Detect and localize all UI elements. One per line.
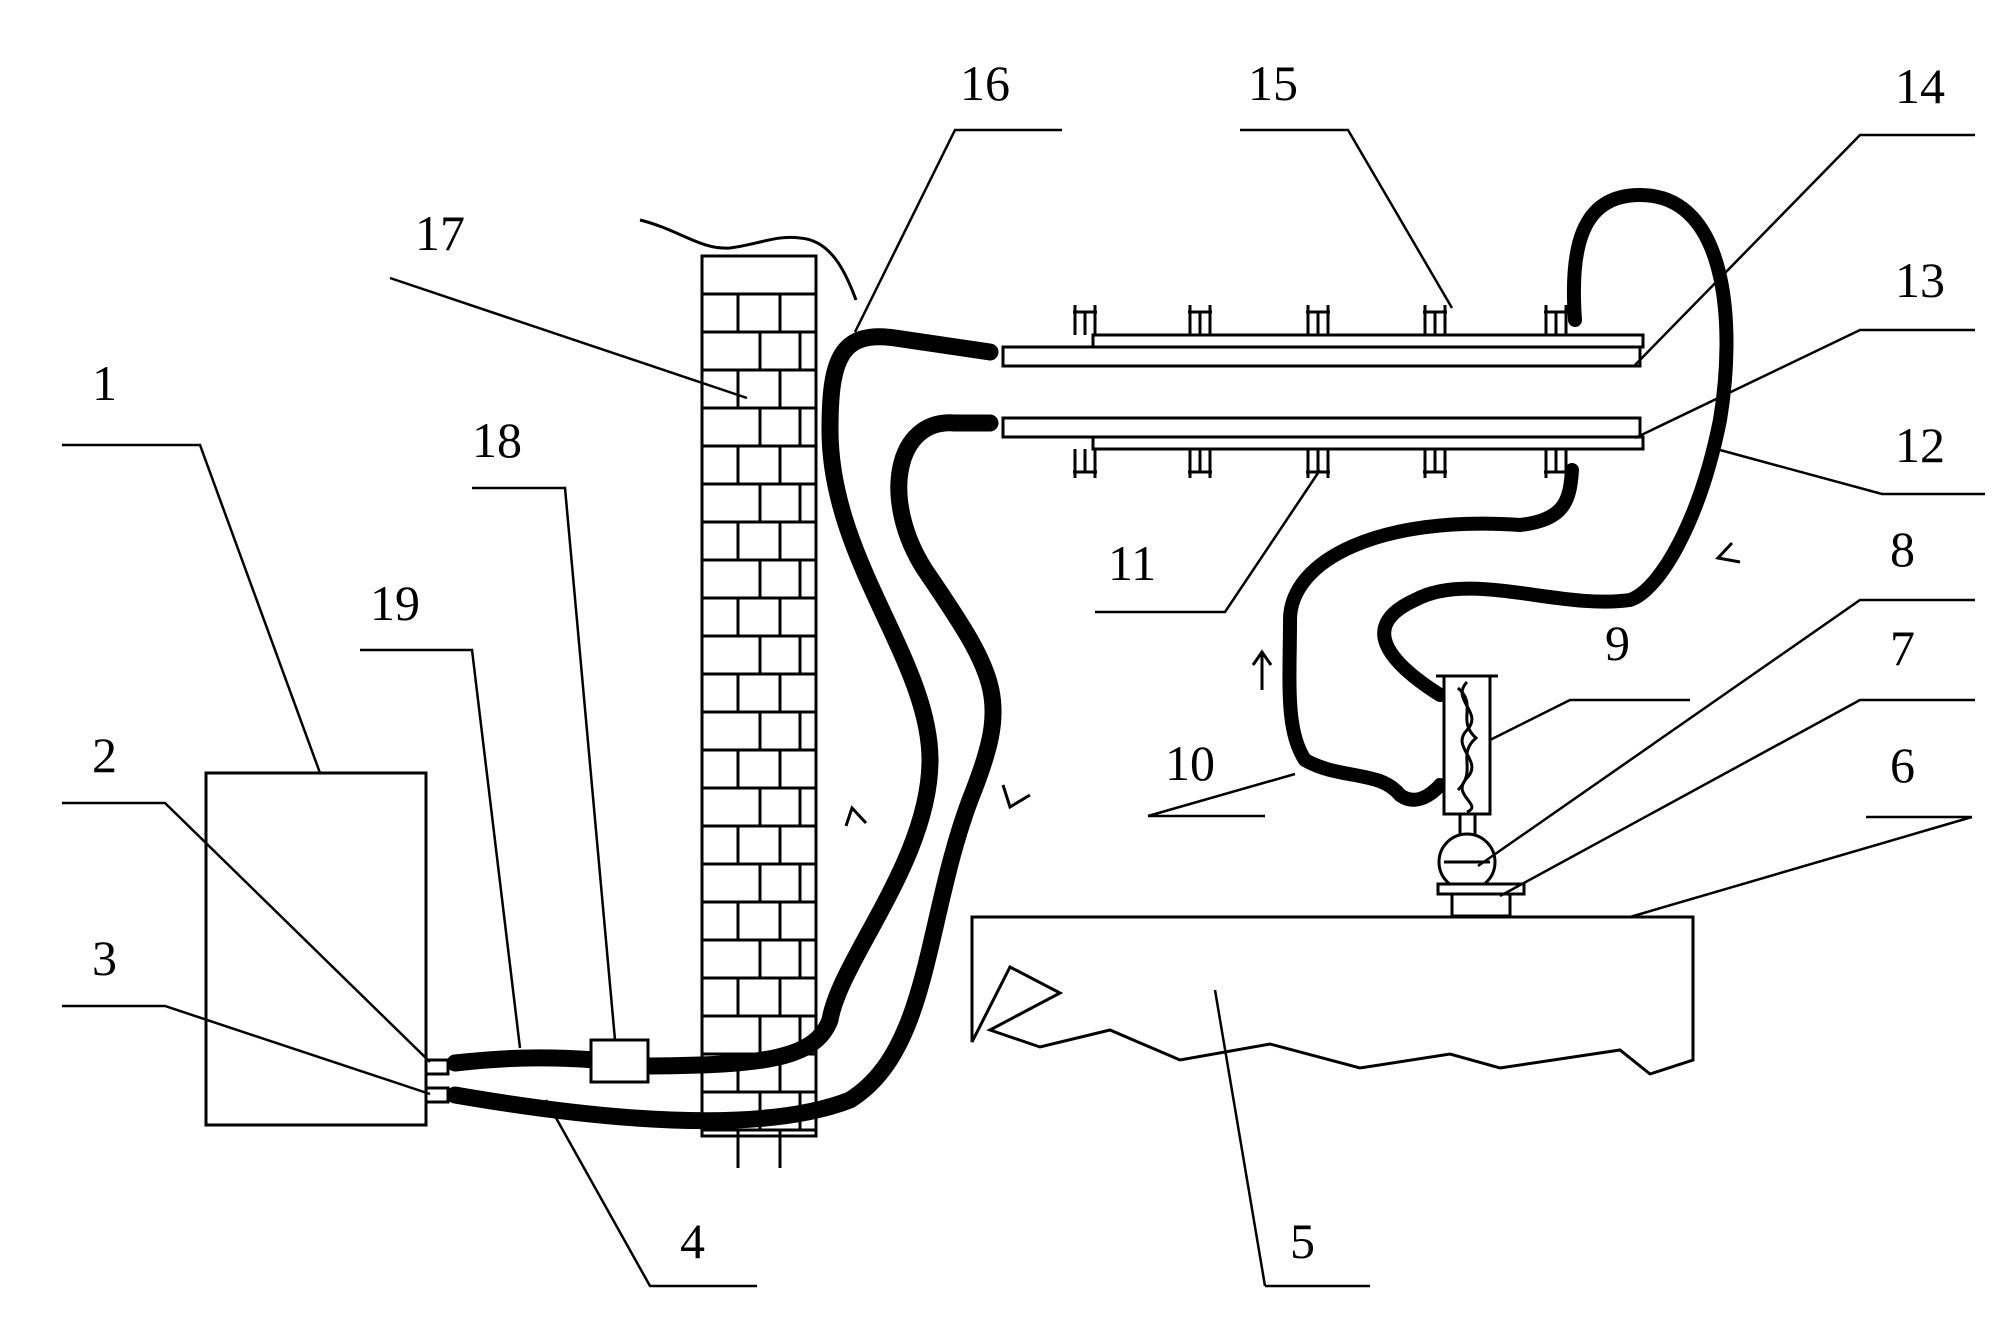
coupling-18	[589, 1038, 650, 1084]
label-9: 9	[1605, 615, 1630, 671]
supply-hose-19	[446, 1049, 605, 1072]
flask-8	[1437, 812, 1497, 892]
label-15: 15	[1248, 55, 1298, 111]
table-5	[970, 915, 1695, 1076]
label-3: 3	[92, 930, 117, 986]
hose-10	[1282, 463, 1579, 807]
label-1: 1	[92, 355, 117, 411]
label-7: 7	[1890, 620, 1915, 676]
leader-lines	[62, 128, 1985, 1288]
flow-arrows	[844, 541, 1741, 827]
hose-12	[1377, 188, 1734, 702]
label-17: 17	[415, 205, 465, 261]
label-14: 14	[1895, 58, 1945, 114]
number-labels: 1 2 3 4 5 6 7 8 9 10 11 12 13 14 15 16 1…	[92, 55, 1945, 1269]
upper-manifold-14	[1001, 333, 1645, 368]
label-16: 16	[960, 55, 1010, 111]
label-18: 18	[472, 412, 522, 468]
heater-stand-top	[1436, 882, 1526, 896]
label-6: 6	[1890, 737, 1915, 793]
label-5: 5	[1290, 1213, 1315, 1269]
condenser-9	[1436, 674, 1498, 816]
label-13: 13	[1895, 252, 1945, 308]
brick-wall	[639, 218, 858, 1168]
label-19: 19	[370, 575, 420, 631]
return-hose-4	[446, 414, 1002, 1130]
label-4: 4	[680, 1213, 705, 1269]
label-8: 8	[1890, 521, 1915, 577]
valves-11	[1073, 305, 1568, 478]
supply-hose-16	[641, 328, 999, 1075]
label-2: 2	[92, 727, 117, 783]
label-12: 12	[1895, 417, 1945, 473]
label-10: 10	[1165, 735, 1215, 791]
label-11: 11	[1108, 535, 1156, 591]
lower-manifold-13	[1001, 416, 1645, 451]
